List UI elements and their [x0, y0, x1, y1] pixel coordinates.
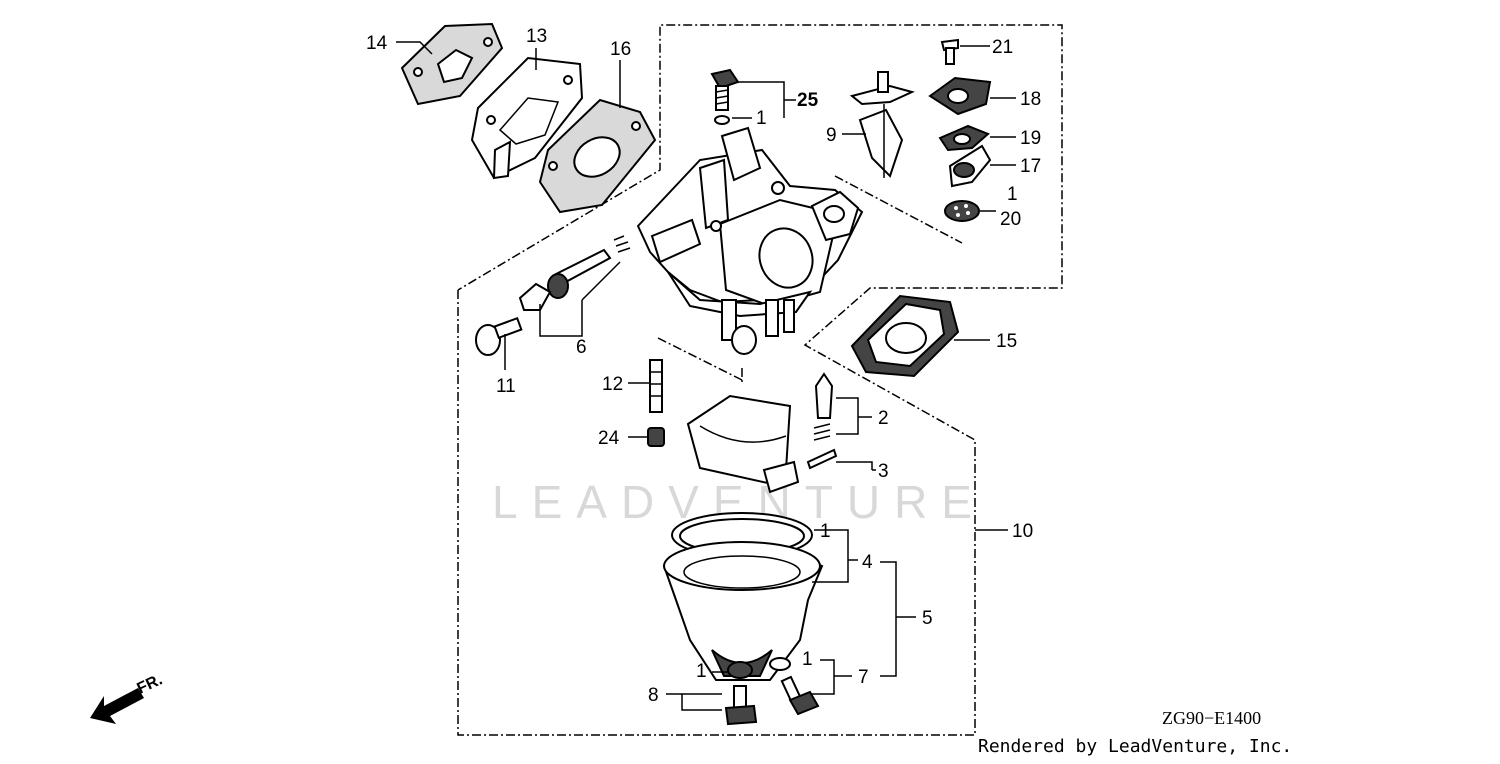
assembly-boundary-choke — [834, 175, 963, 244]
float-needle-2 — [813, 372, 834, 441]
screw-11 — [475, 316, 523, 356]
assembly-boundary-main — [457, 24, 1063, 736]
callout-20: 20 — [1000, 209, 1021, 230]
cam-19 — [938, 124, 990, 152]
callout-15: 15 — [996, 331, 1017, 352]
diagram-code: ZG90−E1400 — [1162, 708, 1261, 728]
insulator-13 — [470, 56, 584, 180]
gasket-14 — [400, 22, 504, 106]
callout-10: 10 — [1012, 521, 1033, 542]
callout-21: 21 — [992, 37, 1013, 58]
callout-1-right: 1 — [1007, 184, 1018, 205]
spring-small — [613, 235, 631, 253]
callout-25: 25 — [797, 90, 819, 111]
credit-line: Rendered by LeadVenture, Inc. — [978, 736, 1292, 757]
front-direction-label: FR. — [135, 671, 166, 697]
callout-6: 6 — [576, 337, 587, 358]
callout-16: 16 — [610, 39, 631, 60]
bolt-7 — [780, 675, 820, 716]
callout-1-top: 1 — [756, 108, 767, 129]
callout-8: 8 — [648, 685, 659, 706]
callout-2: 2 — [878, 408, 889, 429]
gasket-16 — [538, 98, 657, 214]
main-nozzle-12 — [649, 359, 663, 413]
callout-11: 11 — [496, 376, 516, 397]
choke-lever-9 — [849, 71, 915, 178]
callout-14: 14 — [366, 33, 388, 54]
screw-21 — [940, 38, 959, 65]
callout-labels: 14 13 16 25 1 9 21 18 19 17 1 20 6 11 15… — [366, 26, 1041, 706]
callout-1-bolt: 1 — [802, 649, 813, 670]
pilot-screw-6 — [547, 248, 612, 299]
callout-9: 9 — [826, 125, 837, 146]
callout-17: 17 — [1020, 156, 1041, 177]
callout-1-bowl: 1 — [820, 521, 831, 542]
washer-7 — [769, 657, 791, 671]
collar-17 — [948, 144, 992, 188]
callout-24: 24 — [598, 428, 620, 449]
leader-lines — [396, 41, 1016, 711]
carburetor-body — [636, 126, 864, 355]
callout-12: 12 — [602, 374, 623, 395]
plate-18 — [928, 76, 992, 116]
callout-7: 7 — [858, 667, 869, 688]
callout-4: 4 — [862, 552, 873, 573]
drain-bolt-8 — [724, 685, 758, 726]
float — [686, 394, 800, 494]
assembly-boundary-jet — [657, 337, 743, 381]
gasket-15 — [850, 294, 960, 378]
seal-20 — [944, 200, 980, 222]
main-jet-24 — [647, 427, 665, 447]
float-pin-3 — [806, 448, 838, 470]
callout-5: 5 — [922, 608, 933, 629]
washer-8 — [727, 661, 753, 679]
callout-19: 19 — [1020, 128, 1041, 149]
front-direction-arrow-icon: FR. — [90, 671, 165, 724]
callout-13: 13 — [526, 26, 547, 47]
float-bowl-4 — [662, 541, 824, 681]
callout-1-drain: 1 — [696, 661, 707, 682]
screw-25 — [710, 68, 740, 111]
washer-1-top — [714, 115, 730, 125]
callout-3: 3 — [878, 461, 889, 482]
callout-18: 18 — [1020, 89, 1041, 110]
limiter-cap — [518, 282, 552, 311]
